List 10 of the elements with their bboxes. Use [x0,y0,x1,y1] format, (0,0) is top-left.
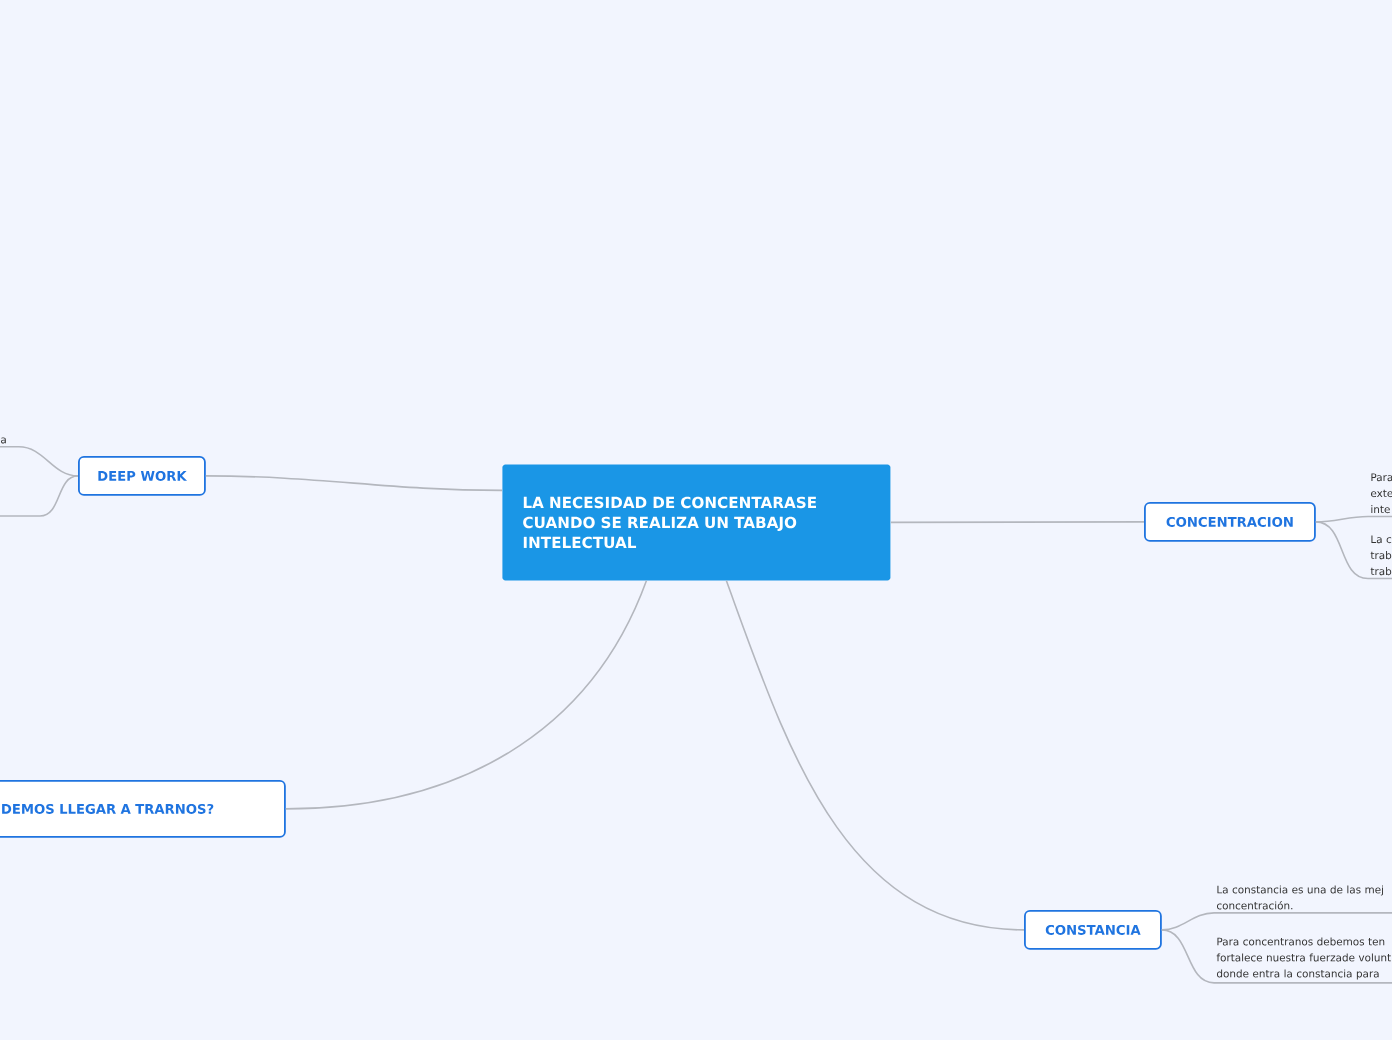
connector-line [0,445,79,477]
connector-line [1161,912,1392,931]
connector-line [205,475,503,492]
connector-line [725,580,1025,931]
connector-line [1161,929,1392,984]
connector-line [890,521,1145,524]
connector-line [0,475,79,517]
connector-line [1315,521,1392,580]
connector-line [1315,515,1392,523]
connector-line [285,580,648,810]
